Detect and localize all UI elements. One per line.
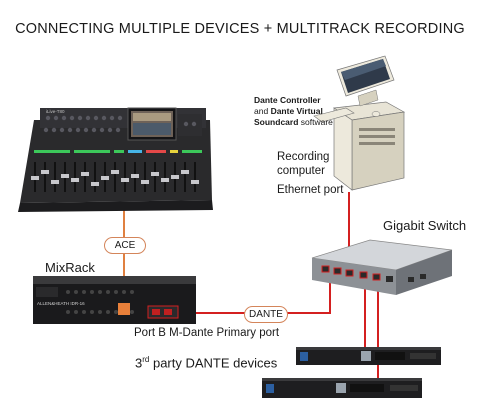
third-sup: rd	[142, 355, 150, 364]
recording-computer	[313, 55, 406, 191]
mixrack-unit: ALLEN&HEATH IDR-16	[33, 276, 196, 324]
third-post: party DANTE devices	[149, 355, 278, 371]
controller-line2-bold: Dante Virtual	[270, 106, 323, 116]
dante-device-2	[262, 378, 422, 398]
gigabit-switch-label: Gigabit Switch	[383, 218, 467, 233]
ace-connection-badge: ACE	[104, 237, 146, 254]
controller-line2-pre: and	[254, 106, 269, 116]
third-pre: 3	[135, 355, 143, 371]
mixing-console: iLive-T80	[18, 107, 213, 212]
third-party-devices-label: 3rd party DANTE devices	[135, 355, 278, 371]
dante-device-1	[296, 347, 441, 365]
recording-computer-label: Recording computer	[277, 151, 330, 177]
rack-brand-label: ALLEN&HEATH IDR-16	[37, 301, 85, 306]
dante-cable-mixrack-switch	[150, 276, 331, 314]
controller-line1: Dante Controller	[254, 95, 321, 105]
dante-connection-badge: DANTE	[244, 306, 288, 323]
console-brand-label: iLive-T80	[46, 109, 65, 114]
port-b-label: Port B M-Dante Primary port	[134, 327, 280, 339]
controller-line3-post: software	[300, 117, 333, 127]
diagram-title: CONNECTING MULTIPLE DEVICES + MULTITRACK…	[15, 21, 465, 37]
gigabit-switch	[311, 239, 453, 295]
mixrack-label: MixRack	[45, 260, 95, 275]
controller-software-label: Dante Controller and Dante Virtual Sound…	[254, 95, 364, 128]
ethernet-port-label: Ethernet port	[277, 184, 344, 196]
controller-line3-bold: Soundcard	[254, 117, 299, 127]
